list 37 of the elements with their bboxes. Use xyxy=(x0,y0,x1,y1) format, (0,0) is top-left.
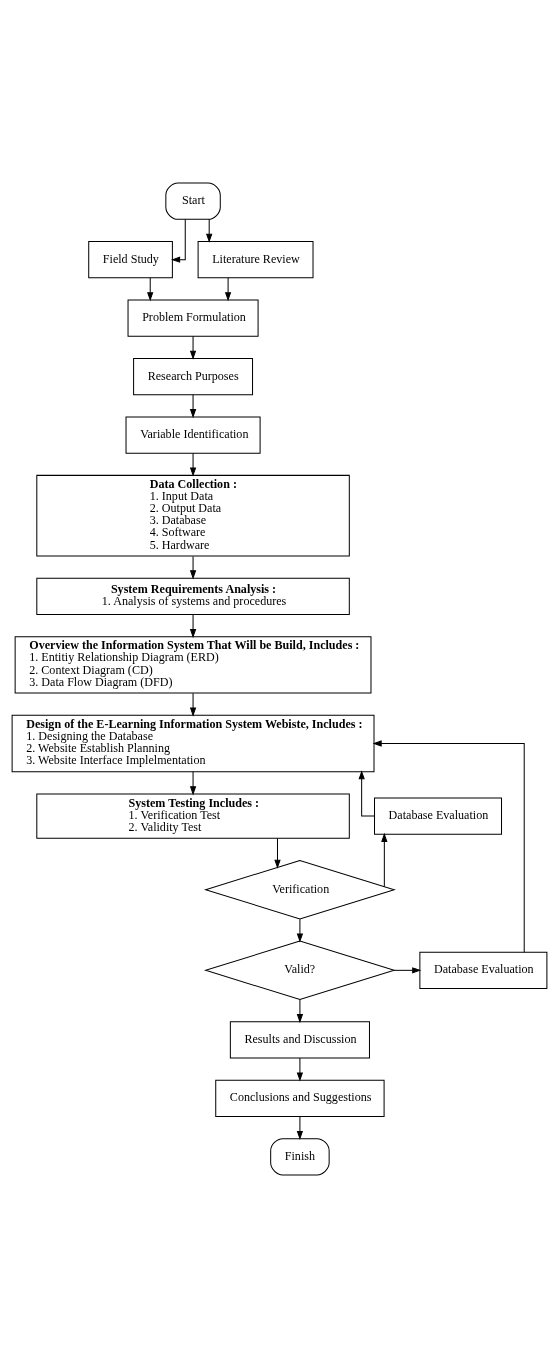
node-diamond: Valid? xyxy=(203,940,396,1000)
node-box: Finish xyxy=(270,1137,330,1175)
node-box: Overview the Information System That Will be Build, Includes : 1. Entitiy Relationship Diagram (ERD) 2. Context Diagram (CD) 3. Data Flow Diagram (DFD) xyxy=(14,635,372,694)
node-box: Research Purposes xyxy=(133,357,254,395)
node-box: Design of the E-Learning Information System Webiste, Includes : 1. Designing the Database 2. Website Establish Planning 3. Website Interface Implelmentation xyxy=(11,714,375,772)
arrow xyxy=(296,1115,304,1140)
node-box: Problem Formulation xyxy=(127,298,259,337)
node-box: Results and Discussion xyxy=(229,1020,370,1059)
arrow xyxy=(296,998,304,1023)
arrow xyxy=(189,692,197,717)
arrow xyxy=(147,276,154,301)
node-box: Variable Identification xyxy=(125,415,261,454)
arrow xyxy=(171,218,186,263)
node-box: Literature Review xyxy=(197,240,314,278)
arrow xyxy=(189,770,197,795)
node-box: System Requirements Analysis : 1. Analysis of systems and procedures xyxy=(36,577,350,615)
arrow xyxy=(189,335,197,360)
arrow xyxy=(393,966,422,973)
arrow xyxy=(296,918,304,943)
node-box: System Testing Includes : 1. Verification Test 2. Validity Test xyxy=(36,792,350,839)
arrow xyxy=(206,218,213,243)
node-box: Start xyxy=(165,182,221,220)
node-box: Conclusions and Suggestions xyxy=(215,1079,385,1117)
arrow xyxy=(189,613,197,638)
arrow xyxy=(358,769,375,817)
arrow xyxy=(372,739,525,953)
node-box: Database Evaluation xyxy=(374,796,503,835)
arrow xyxy=(296,1057,304,1081)
node-box: Data Collection : 1. Input Data 2. Output Data 3. Database 4. Software 5. Hardware xyxy=(36,474,350,557)
arrow xyxy=(189,393,197,418)
node-box: Field Study xyxy=(88,240,173,278)
node-box: Database Evaluation xyxy=(419,951,548,989)
arrow xyxy=(189,452,197,477)
arrow xyxy=(189,555,197,579)
arrow xyxy=(224,276,232,301)
arrow xyxy=(274,837,281,869)
arrow xyxy=(381,832,388,887)
